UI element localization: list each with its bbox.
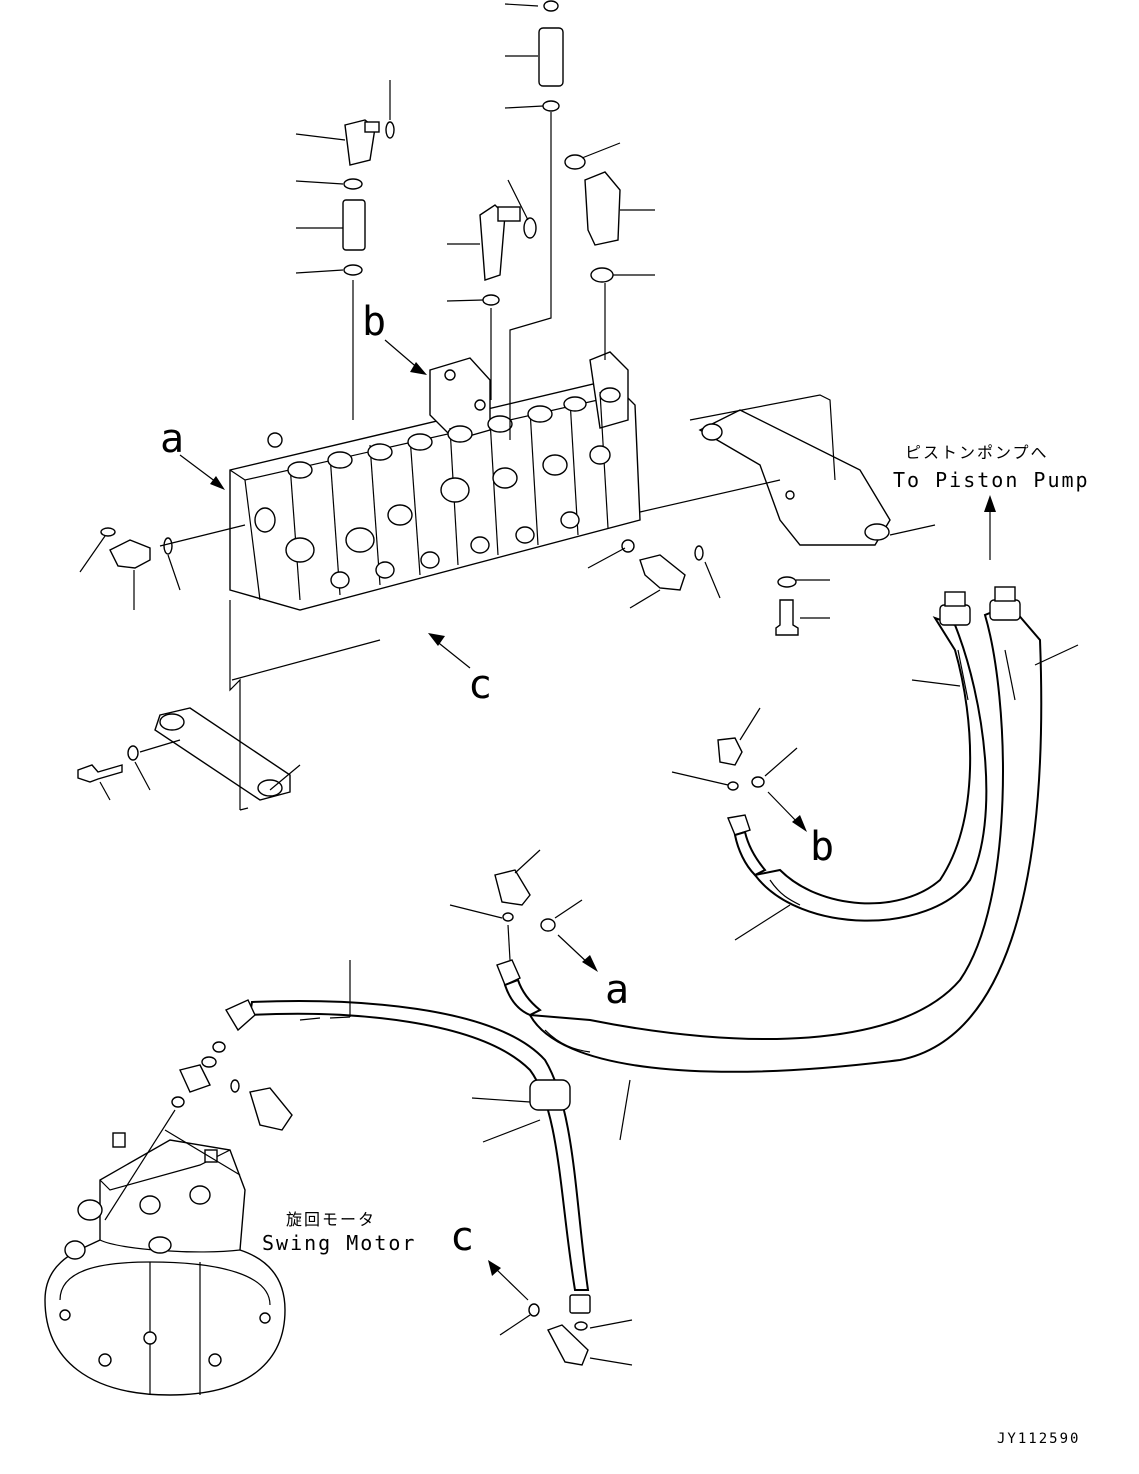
callout-a-bottom: a [605, 967, 629, 1013]
callout-c-bottom: c [450, 1214, 474, 1260]
swing-motor [44, 1041, 293, 1396]
center-right-fitting [587, 539, 721, 609]
callout-c-top: c [468, 662, 492, 708]
callout-b-bottom: b [810, 824, 834, 870]
fitting-a [449, 849, 598, 1017]
leader-lines-top [295, 3, 655, 302]
piston-pump-label-jp: ピストンポンプへ [905, 443, 1049, 462]
callout-b-top: b [362, 299, 386, 345]
left-bracket [77, 600, 381, 811]
callout-a-top: a [160, 416, 184, 462]
swing-motor-label-en: Swing Motor [262, 1231, 416, 1255]
reference-code: JY112590 [997, 1431, 1080, 1447]
piston-pump-label-en: To Piston Pump [893, 468, 1090, 492]
fitting-c [488, 1260, 633, 1366]
control-valve [229, 351, 641, 611]
pump-hoses [528, 586, 1079, 1141]
swing-motor-hose [224, 960, 591, 1314]
fitting-b [671, 707, 807, 877]
valve-ports [254, 369, 621, 589]
top-fittings [342, 0, 621, 440]
right-bracket [639, 394, 936, 636]
swing-motor-label-jp: 旋回モータ [286, 1210, 376, 1229]
left-elbow-fitting [79, 524, 246, 610]
